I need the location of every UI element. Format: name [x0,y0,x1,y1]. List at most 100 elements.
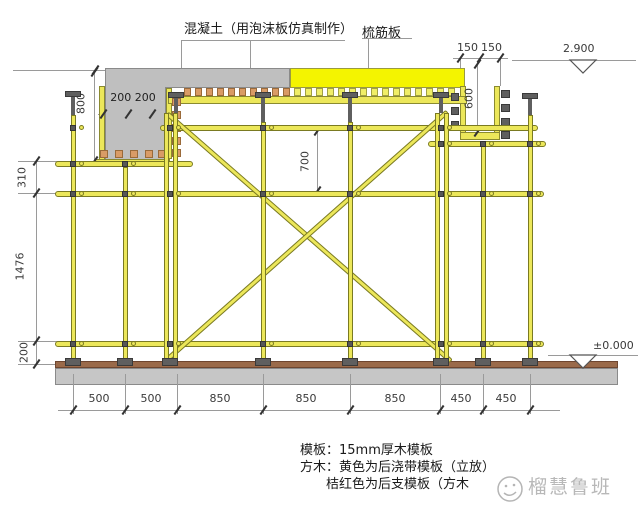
coupler-dot [447,141,452,146]
timber-batten [426,88,433,96]
coupler [438,125,444,131]
top-elevation-value: 2.900 [563,42,595,55]
scaffold-post [173,113,178,359]
coupler-dot [356,191,361,196]
timber-batten [382,88,389,96]
timber-batten [228,88,235,96]
timber-batten [404,88,411,96]
coupler-dot [269,341,274,346]
coupler [167,125,173,131]
base-plate [162,358,178,366]
note-line-1: 模板：15mm厚木模板 [300,443,433,458]
extension-line [177,374,178,414]
timber-batten [217,88,224,96]
dim-150-left: 150 [457,41,478,54]
joist-board [168,96,467,104]
scaffold-post [348,122,353,359]
base-plate [255,358,271,366]
coupler [438,141,444,147]
u-head-jack [433,92,449,98]
scaffold-post [435,113,440,359]
coupler-dot [176,125,181,130]
leader-line [362,38,412,39]
coupler-dot [536,191,541,196]
jack-screw [348,98,352,122]
pour-strip-band [290,68,465,88]
extension-line [73,374,74,414]
coupler [480,341,486,347]
timber-batten [130,150,138,158]
timber-batten [451,107,459,115]
u-head-jack [255,92,271,98]
concrete-label: 混凝土（用泡沫板仿真制作） [184,22,354,37]
smiley-face-icon [497,476,523,502]
timber-batten [206,88,213,96]
coupler [70,191,76,197]
u-head-jack [342,92,358,98]
coupler-dot [447,341,452,346]
extension-line [125,374,126,414]
base-plate [475,358,491,366]
ledger [55,191,544,197]
timber-batten [294,88,301,96]
jack-screw [439,98,443,113]
dim-bottom-5: 450 [450,392,472,405]
dim-bottom-3: 850 [295,392,317,405]
timber-batten [239,88,246,96]
extension-line [18,341,58,342]
coupler-dot [489,191,494,196]
leader-line [368,38,369,70]
coupler-dot [79,341,84,346]
timber-batten [195,88,202,96]
comb-plate-label: 梳筋板 [362,26,402,41]
coupler [70,125,76,131]
coupler [167,341,173,347]
dim-1476: 1476 [13,252,27,281]
extension-line [13,70,105,71]
dimension-line [477,64,478,132]
coupler-dot [356,125,361,130]
coupler-dot [356,341,361,346]
timber-batten [316,88,323,96]
coupler-dot [176,191,181,196]
u-head-jack [168,92,184,98]
coupler-dot [131,191,136,196]
base-plate [433,358,449,366]
base-plate [65,358,81,366]
note-line-3: 桔红色为后支模板（方木 [326,477,470,492]
dim-310: 310 [15,167,29,188]
coupler [70,161,76,167]
timber-batten [360,88,367,96]
timber-batten [451,93,459,101]
coupler-dot [447,125,452,130]
note-line-2: 方木：黄色为后浇带模板（立放） [300,460,496,475]
dimension-line [94,72,95,161]
coupler [260,125,266,131]
timber-batten [100,150,108,158]
scaffold-post [444,113,449,359]
coupler [70,341,76,347]
coupler [167,191,173,197]
scaffold-post [164,113,169,359]
dim-bottom-6: 450 [495,392,517,405]
timber-batten [184,88,191,96]
extension-line [440,374,441,414]
scaffold-post [481,142,486,359]
elevation-line [548,355,638,356]
ledger [428,141,546,147]
coupler [527,141,533,147]
concrete-slab [105,68,290,88]
u-head-jack [522,93,538,99]
coupler-dot [176,341,181,346]
timber-batten [283,88,290,96]
coupler [480,191,486,197]
coupler-dot [536,341,541,346]
coupler [122,341,128,347]
coupler [122,161,128,167]
coupler-dot [447,191,452,196]
coupler-dot [131,161,136,166]
coupler-dot [79,161,84,166]
dim-150-right: 150 [481,41,502,54]
u-head-jack [65,91,81,97]
